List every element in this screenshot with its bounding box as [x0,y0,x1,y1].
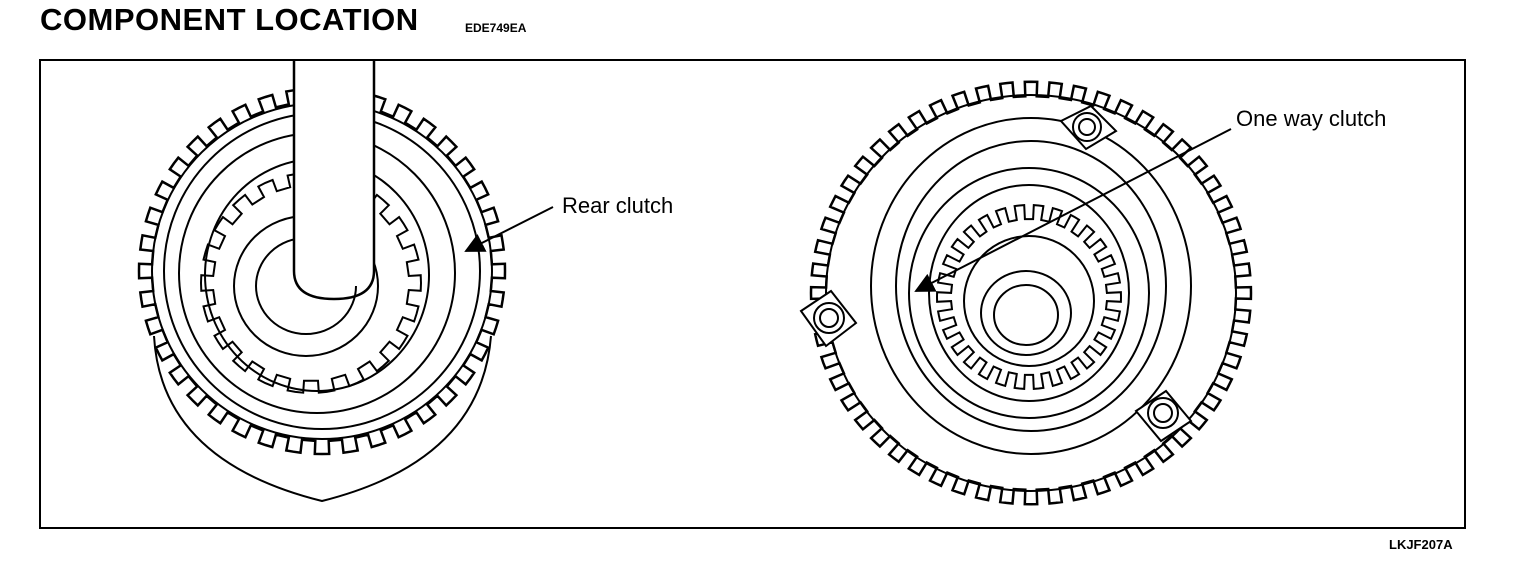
one-way-clutch-outer-ring [809,80,1253,506]
rear-clutch-label: Rear clutch [562,193,674,218]
one-way-clutch-leader [914,128,1232,292]
one-way-clutch-sprag-ring [935,204,1123,390]
rear-clutch-drawing [137,61,507,503]
rear-clutch-leader [464,206,554,252]
figure-id: LKJF207A [1389,537,1453,552]
page-title: COMPONENT LOCATION [40,2,419,37]
component-figure: Rear clutch One way clutch [39,59,1466,529]
mounting-boss-top [1059,104,1118,151]
mounting-boss-left [799,289,858,348]
mounting-boss-bottom [1134,389,1193,443]
one-way-clutch-label: One way clutch [1236,106,1387,131]
section-code: EDE749EA [465,21,527,35]
rear-clutch-outer-ring [137,86,507,456]
one-way-clutch-drawing [799,80,1253,506]
rod [292,61,376,301]
